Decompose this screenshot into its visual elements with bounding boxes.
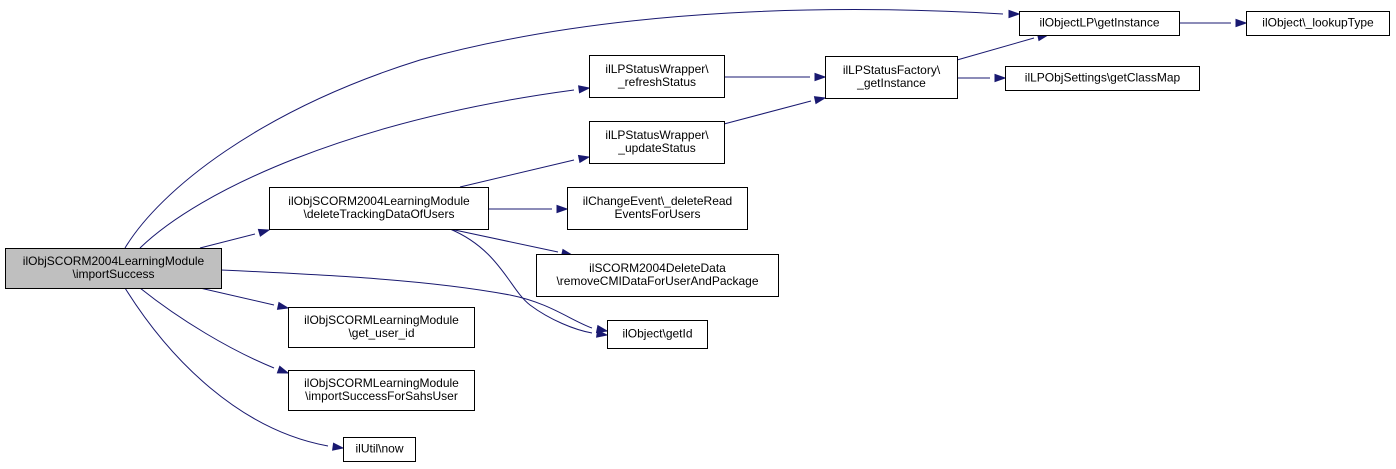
edge-refreshStatus-to-statusFactory — [724, 72, 827, 82]
node-box[interactable] — [5, 248, 222, 289]
edge-line — [449, 228, 593, 334]
node-label: ilObjSCORM2004LearningModule — [23, 254, 205, 268]
node-box[interactable] — [269, 187, 489, 230]
node-box[interactable] — [607, 320, 708, 349]
node-importSahs[interactable]: ilObjSCORMLearningModule\importSuccessFo… — [288, 370, 475, 411]
node-box[interactable] — [589, 55, 725, 98]
arrowhead — [994, 73, 1007, 83]
node-label: ilObjSCORMLearningModule — [304, 313, 459, 327]
node-box[interactable] — [288, 307, 475, 348]
edge-line — [124, 9, 1004, 249]
edge-root-to-refreshStatus — [139, 85, 591, 249]
edge-line — [220, 269, 593, 329]
node-box[interactable] — [589, 121, 725, 164]
node-label: ilLPStatusWrapper\ — [605, 62, 709, 76]
arrowhead — [276, 365, 290, 374]
node-label: \importSuccessForSahsUser — [305, 389, 458, 403]
node-box[interactable] — [288, 370, 475, 411]
edge-line — [449, 228, 559, 253]
arrowhead — [276, 301, 290, 310]
node-label: ilChangeEvent\_deleteRead — [583, 194, 732, 208]
edge-line — [956, 37, 1035, 61]
node-label: ilLPStatusWrapper\ — [605, 128, 709, 142]
node-label: ilLPStatusFactory\ — [843, 63, 941, 77]
edge-line — [199, 287, 275, 306]
arrowhead — [577, 154, 591, 164]
node-label: ilLPObjSettings\getClassMap — [1025, 71, 1181, 85]
arrowhead — [813, 96, 827, 105]
node-label: ilObjSCORMLearningModule — [304, 376, 459, 390]
edge-deleteTracking-to-deleteRead — [488, 204, 569, 214]
edge-line — [723, 100, 812, 125]
node-box[interactable] — [567, 187, 748, 230]
node-label: ilUtil\now — [355, 442, 403, 456]
nodes-layer: ilObjSCORM2004LearningModule\importSucce… — [5, 11, 1390, 462]
edge-root-to-getInstance_lp — [124, 9, 1021, 249]
node-box[interactable] — [1019, 11, 1180, 36]
node-label: \deleteTrackingDataOfUsers — [304, 207, 455, 221]
node-label: ilObjSCORM2004LearningModule — [288, 194, 470, 208]
edge-line — [139, 89, 575, 249]
arrowhead — [596, 329, 609, 338]
edge-root-to-getUserId — [199, 287, 290, 310]
node-label: _getInstance — [856, 76, 926, 90]
node-refreshStatus[interactable]: ilLPStatusWrapper\_refreshStatus — [589, 55, 725, 98]
arrowhead — [257, 228, 271, 237]
arrowhead — [814, 72, 827, 82]
edge-line — [459, 159, 575, 188]
node-statusFactory[interactable]: ilLPStatusFactory\_getInstance — [825, 56, 958, 99]
node-getInstance_lp[interactable]: ilObjectLP\getInstance — [1019, 11, 1180, 36]
node-label: _updateStatus — [617, 141, 695, 155]
node-label: EventsForUsers — [614, 207, 700, 221]
edges-layer — [124, 9, 1248, 451]
arrowhead — [556, 204, 569, 214]
edge-statusFactory-to-getClassMap — [957, 73, 1007, 83]
node-label: ilObjectLP\getInstance — [1039, 16, 1159, 30]
node-label: ilSCORM2004DeleteData — [589, 261, 726, 275]
node-box[interactable] — [825, 56, 958, 99]
node-deleteTracking[interactable]: ilObjSCORM2004LearningModule\deleteTrack… — [269, 187, 489, 230]
node-getId[interactable]: ilObject\getId — [607, 320, 708, 349]
node-getUserId[interactable]: ilObjSCORMLearningModule\get_user_id — [288, 307, 475, 348]
node-removeCMI[interactable]: ilSCORM2004DeleteData\removeCMIDataForUs… — [536, 254, 779, 297]
edge-line — [139, 287, 275, 369]
node-label: ilObject\getId — [622, 327, 692, 341]
node-now[interactable]: ilUtil\now — [343, 437, 416, 462]
node-updateStatus[interactable]: ilLPStatusWrapper\_updateStatus — [589, 121, 725, 164]
node-box[interactable] — [1005, 66, 1200, 91]
node-getClassMap[interactable]: ilLPObjSettings\getClassMap — [1005, 66, 1200, 91]
arrowhead — [578, 85, 591, 94]
edge-deleteTracking-to-getId — [449, 228, 609, 338]
node-box[interactable] — [1246, 11, 1390, 36]
edge-deleteTracking-to-removeCMI — [449, 228, 574, 257]
edge-deleteTracking-to-updateStatus — [459, 154, 591, 188]
node-label: \get_user_id — [348, 326, 414, 340]
node-box[interactable] — [343, 437, 416, 462]
arrowhead — [332, 442, 345, 451]
edge-updateStatus-to-statusFactory — [723, 96, 827, 125]
node-lookupType[interactable]: ilObject\_lookupType — [1246, 11, 1390, 36]
node-label: \importSuccess — [72, 267, 154, 281]
node-box[interactable] — [536, 254, 779, 297]
node-label: \removeCMIDataForUserAndPackage — [556, 274, 758, 288]
edge-root-to-importSahs — [139, 287, 290, 374]
node-label: ilObject\_lookupType — [1262, 16, 1374, 30]
node-label: _refreshStatus — [617, 75, 696, 89]
arrowhead — [1235, 18, 1248, 28]
edge-root-to-now — [124, 287, 345, 451]
arrowhead — [1008, 9, 1021, 19]
edge-getInstance_lp-to-lookupType — [1179, 18, 1248, 28]
edge-root-to-deleteTracking — [199, 228, 271, 249]
node-root[interactable]: ilObjSCORM2004LearningModule\importSucce… — [5, 248, 222, 289]
edge-line — [199, 233, 256, 249]
edge-line — [124, 287, 329, 447]
edge-statusFactory-to-getInstance_lp — [956, 33, 1050, 61]
